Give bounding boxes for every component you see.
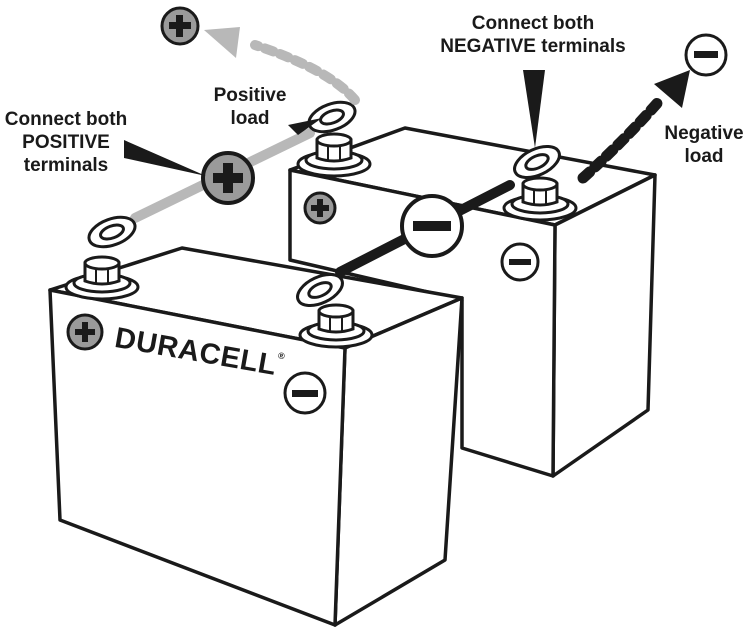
front-battery-negative-icon [283,371,327,415]
front-positive-terminal [64,255,140,301]
connect-negative-label: Connect both NEGATIVE terminals [440,13,626,57]
negative-cable-badge [400,194,464,258]
negative-load-icon [684,33,728,77]
positive-label-pointer [124,140,206,176]
positive-load-label: Positive load [213,85,287,129]
back-positive-terminal [296,132,372,178]
positive-cable-badge [201,151,255,205]
negative-load-arrow [577,70,690,184]
front-battery [48,246,464,627]
positive-load-arrow [204,27,360,105]
back-battery-negative-icon [500,242,540,282]
connect-positive-label: Connect both POSITIVE terminals [4,109,128,176]
front-battery-positive-icon [66,313,104,351]
negative-label-pointer [523,70,545,148]
positive-load-pointer [288,118,322,135]
negative-load-label: Negative load [664,123,744,167]
positive-load-icon [160,6,200,46]
back-battery-positive-icon [303,191,337,225]
